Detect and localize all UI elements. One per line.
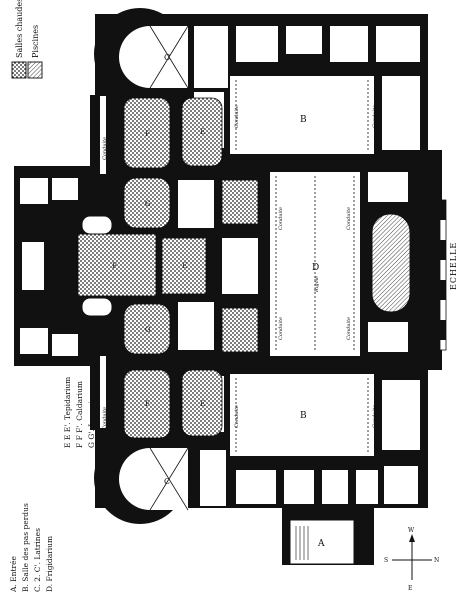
legend-item-F: F F F'. Caldarium	[75, 381, 84, 448]
room-upper-5	[376, 26, 420, 62]
compass-e: E	[408, 585, 412, 592]
label-A: A	[317, 539, 325, 549]
conduite-label-4: Conduite	[372, 405, 378, 428]
room-mid-2	[178, 302, 214, 350]
rigole-label: Rigole	[314, 276, 320, 293]
room-F-bottom	[123, 369, 171, 439]
apse-rooms	[119, 25, 189, 511]
room-lower-6	[384, 466, 418, 504]
room-F-top	[123, 97, 171, 169]
salles-chaudes-label: Salles chaudes	[15, 0, 24, 58]
conduite-label-10: Conduite	[102, 137, 108, 160]
room-lower-1	[200, 450, 226, 506]
room-east-1	[368, 172, 408, 202]
room-G-bottom	[123, 303, 171, 355]
compass-s: S	[384, 557, 388, 564]
room-C-bottom	[119, 448, 188, 510]
label-B-top: B	[300, 115, 307, 125]
room-mid-1	[178, 180, 214, 228]
conduite-label-1: Conduite	[234, 105, 240, 128]
conduit-labels: Conduite Conduite Conduite Conduite Cond…	[18, 105, 378, 430]
room-lower-5	[356, 470, 378, 504]
compass-w: W	[408, 527, 415, 534]
compass-rose: W E S N	[384, 527, 439, 592]
compass-n: N	[434, 557, 439, 564]
conduite-label-8: Conduite	[346, 317, 352, 340]
room-mid-3	[222, 238, 258, 294]
scale-tick-4: 20	[434, 270, 439, 276]
salles-chaudes-swatch	[11, 61, 27, 79]
room-B-bottom-side	[382, 380, 420, 450]
hot-room-small-2	[221, 307, 259, 353]
label-C-top: C	[164, 53, 170, 62]
hot-rooms	[77, 97, 259, 439]
conduite-label-11: Conduite	[18, 263, 24, 286]
room-B-top	[230, 76, 374, 154]
conduite-label-3: Conduite	[234, 405, 240, 428]
conduite-label-2: Conduite	[372, 105, 378, 128]
room-B-bottom	[230, 374, 374, 456]
room-west-4	[52, 178, 78, 200]
label-G-top: G	[145, 200, 151, 208]
room-lower-4	[322, 470, 348, 504]
room-west-1	[20, 178, 48, 204]
room-E-bottom	[181, 369, 223, 437]
room-east-2	[368, 322, 408, 352]
label-E-center: E	[182, 262, 187, 270]
room-E-top	[181, 97, 223, 167]
room-west-2	[20, 328, 48, 354]
room-west-5	[52, 334, 78, 356]
hot-room-small-1	[221, 179, 259, 225]
room-lower-2	[236, 470, 276, 504]
piscines-label: Piscines	[31, 25, 40, 58]
room-E-center	[161, 237, 207, 295]
legend-item-A: A. Entrée	[9, 555, 18, 593]
legend-item-D: D. Frigidarium	[45, 536, 54, 592]
scale-tick-3: 15	[434, 252, 439, 258]
scale-label: ECHELLE	[449, 242, 458, 290]
label-B-bottom: B	[300, 411, 307, 421]
pools	[81, 213, 411, 317]
room-upper-2	[236, 26, 278, 62]
room-upper-4	[330, 26, 368, 62]
scale-tick-1: 5	[434, 219, 439, 222]
conduite-label-5: Conduite	[278, 207, 284, 230]
label-E-bottom: E	[200, 400, 205, 408]
label-F-bottom: F	[145, 400, 150, 408]
room-west-3	[22, 242, 44, 290]
conduite-label-7: Conduite	[278, 317, 284, 340]
label-F-top: F	[145, 130, 150, 138]
conduits	[235, 80, 369, 452]
pool-east	[371, 213, 411, 313]
piscines-swatch	[27, 61, 43, 79]
conduite-label-6: Conduite	[346, 207, 352, 230]
legend-item-G: G G'. Laconicum	[87, 385, 96, 448]
room-F-left	[77, 233, 157, 297]
legend-item-E: E E E'. Tepidarium	[63, 377, 72, 448]
room-upper-3	[286, 26, 322, 54]
pool-west-bottom	[81, 297, 113, 317]
room-G-top	[123, 177, 171, 229]
label-D: D	[312, 263, 319, 273]
label-E-top: E	[200, 128, 205, 136]
conduite-label-9: Conduite	[102, 407, 108, 430]
scale-tick-0: 0	[434, 201, 439, 204]
label-F-left: F	[112, 262, 117, 270]
entrance	[289, 519, 355, 565]
room-lower-3	[284, 470, 314, 504]
hatch-legend: Salles chaudes Piscines	[11, 0, 43, 79]
legend: A. Entrée B. Salle des pas perdus C. 2. …	[9, 377, 96, 593]
pool-west-top	[81, 215, 113, 235]
label-G-bottom: G	[145, 326, 151, 334]
label-C-bottom: C	[164, 477, 170, 486]
legend-item-B: B. Salle des pas perdus	[21, 503, 30, 592]
room-C-top	[119, 26, 188, 88]
scale-bar: ECHELLE 0 5 10 15 20	[434, 199, 458, 351]
room-B-top-side	[382, 76, 420, 150]
room-letters: B B D C C A G G F F F E E E	[112, 53, 325, 549]
room-upper-1	[194, 26, 228, 88]
legend-item-C: C. 2. C'. Latrines	[33, 528, 42, 592]
scale-tick-2: 10	[434, 234, 439, 240]
